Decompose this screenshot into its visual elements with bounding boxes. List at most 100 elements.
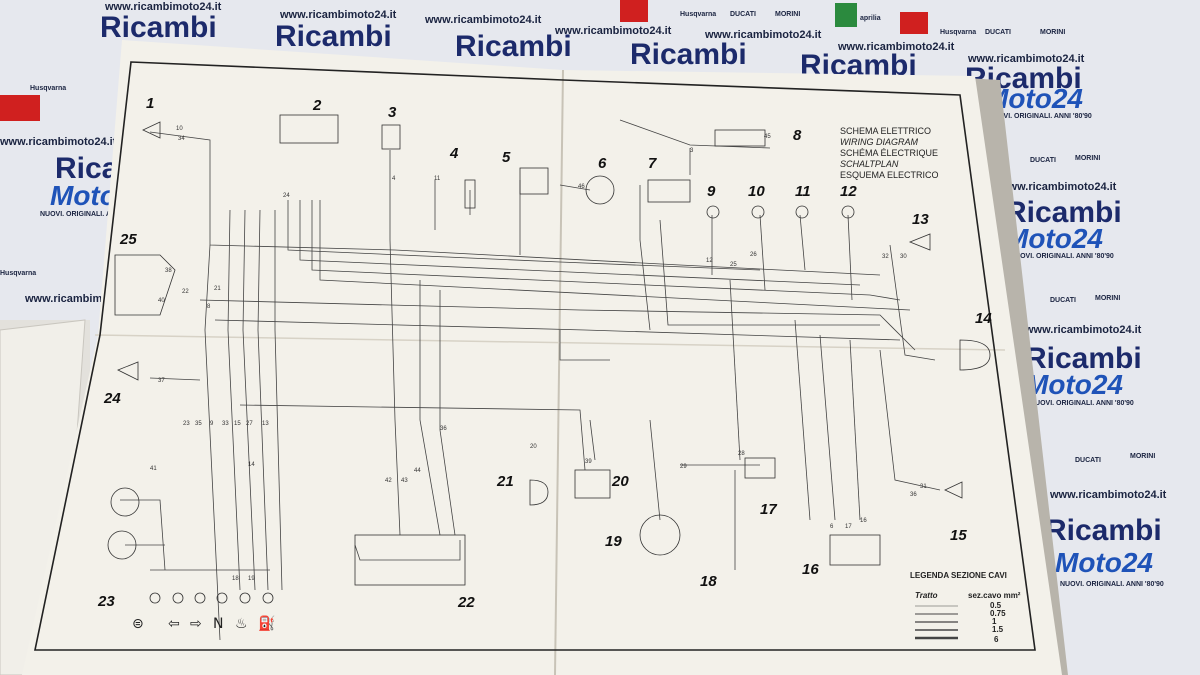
watermark-morini: MORINI [1040, 29, 1065, 36]
wire-code: 11 [434, 176, 441, 182]
watermark-husqvarna: Husqvarna [0, 270, 36, 277]
component-number: 12 [840, 183, 857, 200]
watermark-brand: Ricambi [455, 30, 572, 63]
legend-title: LEGENDA SEZIONE CAVI [910, 571, 1007, 580]
watermark-morini: MORINI [1095, 295, 1120, 302]
warning-lamps-23 [149, 592, 274, 604]
logo-badge [900, 12, 928, 34]
watermark-url: www.ricambimoto24.it [837, 41, 955, 53]
fuse-box [647, 179, 691, 203]
wire-code: 25 [730, 262, 737, 268]
logo-badge [0, 95, 40, 121]
watermark-tagline: NUOVI. ORIGINALI. ANNI '80'90 [1030, 400, 1134, 407]
watermark-aprilia: aprilia [860, 15, 881, 22]
component-number: 4 [449, 145, 459, 162]
component-number: 18 [700, 573, 717, 590]
watermark-brand: Ricambi [630, 38, 747, 71]
watermark-brand-moto: Moto24 [1025, 369, 1123, 400]
watermark-husqvarna: Husqvarna [30, 85, 66, 92]
diagram-title: SCHEMA ELETTRICO [840, 126, 931, 136]
component-number-labels: 1 2 3 4 5 6 7 8 9 10 11 12 13 14 15 16 1… [97, 95, 992, 611]
switch-block-22 [354, 534, 466, 586]
watermark-group-top: www.ricambimoto24.it www.ricambimoto24.i… [0, 0, 1092, 305]
spark-plug [464, 179, 476, 209]
wire-code: 42 [385, 478, 392, 484]
wire-code: 36 [910, 492, 917, 498]
component-number: 25 [119, 231, 137, 248]
wire-code: 6 [830, 524, 834, 530]
component-number: 11 [795, 183, 811, 200]
wire-code: 3 [690, 148, 694, 154]
watermark-brand: Ricambi [1025, 342, 1142, 375]
wire-code: 8 [207, 304, 211, 310]
watermark-ducati: DUCATI [1075, 457, 1101, 464]
watermark-url: www.ricambimoto24.it [1024, 324, 1142, 336]
relay [519, 167, 549, 195]
component-number: 22 [457, 594, 475, 611]
wire-code: 44 [414, 468, 421, 474]
bulb-9 [706, 205, 720, 219]
wire-code: 28 [738, 451, 745, 457]
wire-code: 45 [764, 134, 771, 140]
watermark-husqvarna: Husqvarna [680, 11, 716, 18]
wiring-harness [120, 119, 941, 641]
turn-left-icon: ⇦ [168, 616, 180, 632]
logo-flag [835, 3, 857, 27]
diagram-title-block: SCHEMA ELETTRICO WIRING DIAGRAM SCHÉMA É… [840, 126, 939, 180]
wire-code: 43 [401, 478, 408, 484]
wire-code: 40 [158, 298, 165, 304]
watermark-brand-moto: Moto24 [1055, 547, 1153, 578]
headlight-indicator-icon: ⊜ [132, 616, 144, 632]
legend-column-tratto: Tratto [915, 591, 938, 600]
wire-code: 12 [706, 258, 713, 264]
wire-code: 17 [845, 524, 852, 530]
component-number: 3 [388, 104, 397, 121]
watermark-url: www.ricambimoto24.it [704, 29, 822, 41]
front-indicator-1 [142, 121, 161, 139]
wire-code-labels: 10 34 38 40 22 21 8 37 23 35 9 33 15 27 … [150, 126, 927, 582]
wire-section-legend: LEGENDA SEZIONE CAVI Tratto sez.cavo mm²… [910, 571, 1021, 644]
watermark-tagline: NUOVI. ORIGINALI. ANNI '80'90 [1010, 253, 1114, 260]
sheet-fold [554, 69, 564, 675]
watermark-tagline: NUOVI. ORIGINALI. ANNI '80'90 [1060, 581, 1164, 588]
wire-code: 10 [176, 126, 183, 132]
watermark-brand: Ricambi [1045, 514, 1162, 547]
watermark-ducati: DUCATI [730, 11, 756, 18]
watermark-url: www.ricambimoto24.it [424, 14, 542, 26]
logo-badge [620, 0, 648, 22]
wire-code: 39 [585, 459, 592, 465]
sheet-paper [22, 40, 1062, 675]
battery [714, 129, 766, 147]
wire-code: 9 [210, 421, 214, 427]
horn-21 [529, 479, 549, 506]
watermark-tagline: NUOVI. ORIGINALI. ANNI '80'90 [40, 211, 144, 218]
component-number: 14 [975, 310, 992, 327]
component-number: 5 [502, 149, 511, 166]
headlight-25 [114, 254, 176, 316]
cdi-17 [744, 457, 776, 479]
component-number: 9 [707, 183, 716, 200]
watermark-url: www.ricambimoto24.it [999, 181, 1117, 193]
watermark-morini: MORINI [775, 11, 800, 18]
component-number: 17 [760, 501, 777, 518]
component-number: 20 [611, 473, 629, 490]
watermark-morini: MORINI [1075, 155, 1100, 162]
watermark-morini: MORINI [1130, 453, 1155, 460]
wire-code: 46 [578, 184, 585, 190]
legend-section-value: 0.5 [990, 601, 1002, 610]
tail-light-14 [959, 339, 991, 371]
wire-code: 32 [882, 254, 889, 260]
legend-section-value: 1 [992, 617, 997, 626]
watermark-brand: Ricambi [275, 20, 392, 53]
front-indicator-24 [117, 361, 139, 381]
starter-motor [585, 175, 615, 205]
wire-code: 35 [195, 421, 202, 427]
component-number: 10 [748, 183, 765, 200]
wire-code: 33 [222, 421, 229, 427]
watermark-group-right: DUCATI MORINI www.ricambimoto24.it Ricam… [999, 155, 1167, 588]
wire-code: 26 [750, 252, 757, 258]
watermark-brand: Ricambi [100, 11, 217, 44]
bulb-10 [751, 205, 765, 219]
wire-code: 30 [900, 254, 907, 260]
component-number: 19 [605, 533, 622, 550]
